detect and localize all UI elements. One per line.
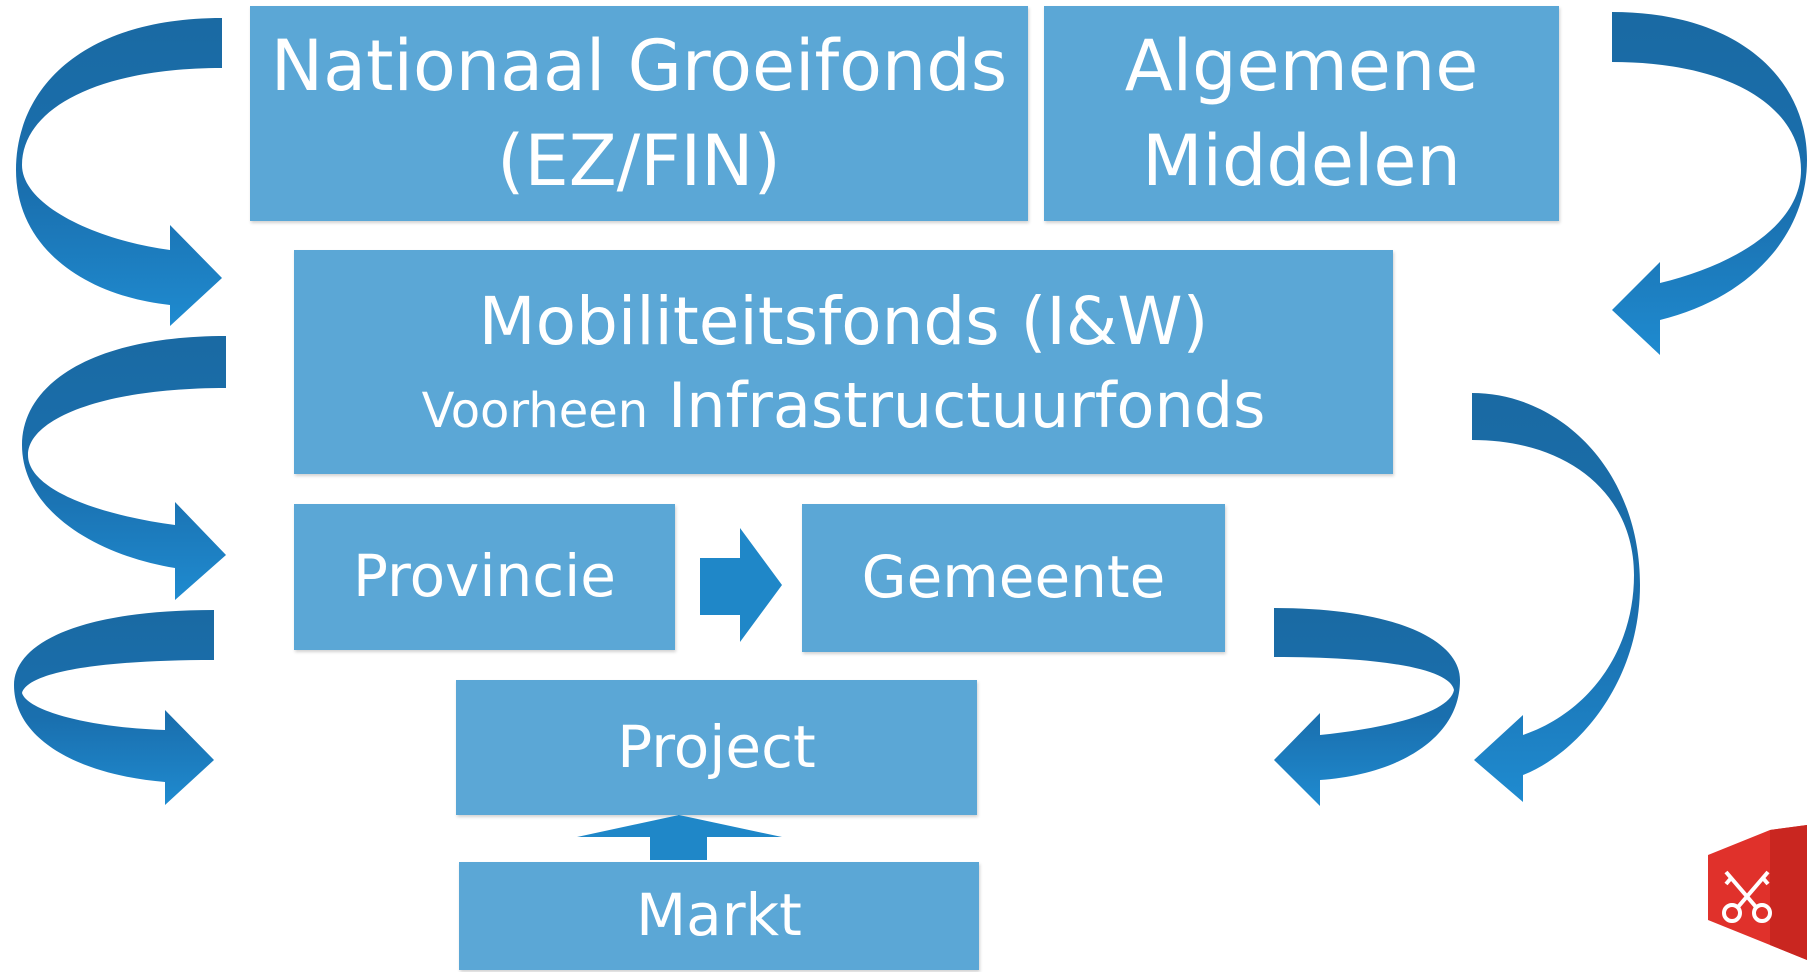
mobiliteitsfonds-main: Infrastructuurfonds	[667, 369, 1266, 443]
curved-arrow-right-2	[1472, 393, 1640, 802]
box-mobiliteitsfonds: Mobiliteitsfonds (I&W) Voorheen Infrastr…	[294, 250, 1393, 474]
curved-arrow-right-1	[1612, 12, 1807, 355]
curved-arrow-left-3	[14, 610, 214, 805]
curved-arrow-right-3	[1274, 608, 1460, 806]
mobiliteitsfonds-line1: Mobiliteitsfonds (I&W)	[478, 283, 1209, 361]
arrow-markt-to-project-head	[577, 815, 782, 837]
algemene-middelen-line1: Algemene	[1124, 25, 1479, 107]
provincie-label: Provincie	[353, 542, 616, 611]
nationaal-groeifonds-line1: Nationaal Groeifonds	[270, 25, 1008, 107]
keys-shield-logo-icon	[1708, 825, 1807, 960]
box-project: Project	[456, 680, 977, 815]
algemene-middelen-line2: Middelen	[1142, 119, 1461, 202]
mobiliteitsfonds-line2: Voorheen Infrastructuurfonds	[422, 366, 1266, 447]
project-label: Project	[617, 712, 816, 781]
curved-arrow-left-2	[22, 336, 226, 600]
box-gemeente: Gemeente	[802, 504, 1225, 652]
arrow-provincie-to-gemeente	[700, 528, 782, 642]
gemeente-label: Gemeente	[861, 543, 1166, 612]
box-algemene-middelen: Algemene Middelen	[1044, 6, 1559, 221]
markt-label: Markt	[636, 881, 802, 950]
nationaal-groeifonds-line2: (EZ/FIN)	[497, 119, 781, 202]
curved-arrow-left-1	[16, 18, 222, 326]
box-nationaal-groeifonds: Nationaal Groeifonds (EZ/FIN)	[250, 6, 1028, 221]
arrow-markt-to-project	[650, 815, 733, 860]
box-markt: Markt	[459, 862, 979, 970]
mobiliteitsfonds-prefix: Voorheen	[421, 383, 649, 440]
box-provincie: Provincie	[294, 504, 675, 650]
